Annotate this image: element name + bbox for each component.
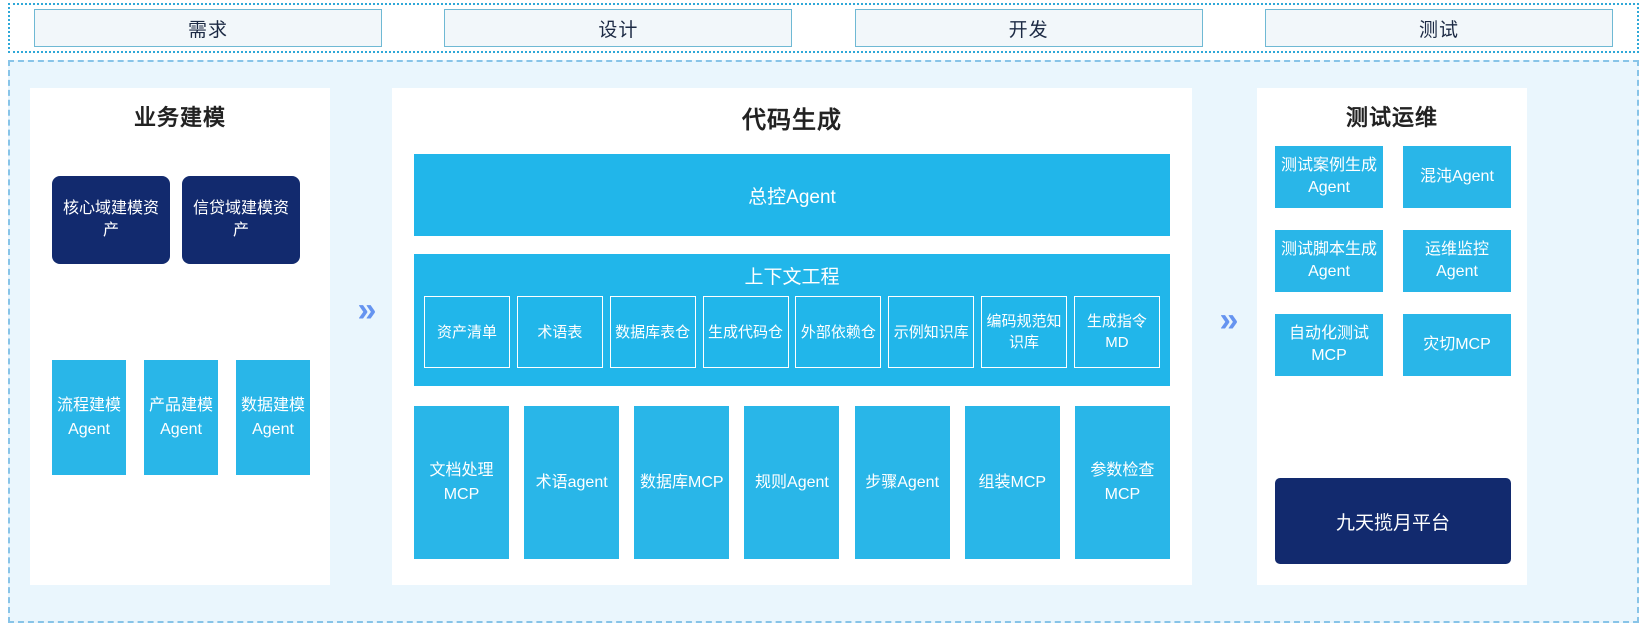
chevron-right-icon: » bbox=[1219, 301, 1239, 339]
chaos-agent[interactable]: 混沌Agent bbox=[1403, 146, 1511, 208]
ce-item-external-dependency-repo[interactable]: 外部依赖仓 bbox=[795, 296, 882, 368]
automated-test-mcp[interactable]: 自动化测试MCP bbox=[1275, 314, 1383, 376]
phase-box-requirements[interactable]: 需求 bbox=[34, 9, 382, 47]
phase-label: 设计 bbox=[598, 19, 639, 41]
asset-credit-domain[interactable]: 信贷域建模资产 bbox=[182, 176, 300, 264]
ce-item-example-knowledge-base[interactable]: 示例知识库 bbox=[888, 296, 975, 368]
panel-title-code-generation: 代码生成 bbox=[742, 107, 842, 134]
phase-box-design[interactable]: 设计 bbox=[444, 9, 793, 47]
tool-step-agent[interactable]: 步骤Agent bbox=[854, 406, 950, 559]
business-asset-group: 核心域建模资产 信贷域建模资产 bbox=[52, 176, 300, 264]
ce-item-generated-code-repo[interactable]: 生成代码仓 bbox=[702, 296, 789, 368]
phase-strip: 需求 设计 开发 测试 bbox=[8, 3, 1639, 53]
master-control-agent[interactable]: 总控Agent bbox=[414, 154, 1170, 236]
ops-monitoring-agent[interactable]: 运维监控Agent bbox=[1403, 230, 1511, 292]
tool-parameter-check-mcp[interactable]: 参数检查MCP bbox=[1074, 406, 1170, 559]
test-script-generation-agent[interactable]: 测试脚本生成Agent bbox=[1275, 230, 1383, 292]
asset-core-domain[interactable]: 核心域建模资产 bbox=[52, 176, 170, 264]
architecture-canvas: 业务建模 核心域建模资产 信贷域建模资产 流程建模Agent 产品建模Agent… bbox=[8, 60, 1639, 623]
context-engineering-title: 上下文工程 bbox=[744, 267, 840, 288]
agent-product-modeling[interactable]: 产品建模Agent bbox=[144, 360, 218, 475]
phase-box-development[interactable]: 开发 bbox=[854, 9, 1203, 47]
tool-database-mcp[interactable]: 数据库MCP bbox=[634, 406, 730, 559]
panel-code-generation: 代码生成 总控Agent 上下文工程 资产清单 术语表 数据库表仓 生成代码仓 … bbox=[392, 88, 1192, 585]
tool-glossary-agent[interactable]: 术语agent bbox=[524, 406, 620, 559]
phase-label: 测试 bbox=[1418, 19, 1459, 41]
disaster-switch-mcp[interactable]: 灾切MCP bbox=[1403, 314, 1511, 376]
agent-process-modeling[interactable]: 流程建模Agent bbox=[52, 360, 126, 475]
panel-title-business-modeling: 业务建模 bbox=[133, 105, 226, 130]
tool-document-processing-mcp[interactable]: 文档处理MCP bbox=[414, 406, 509, 559]
ce-item-asset-inventory[interactable]: 资产清单 bbox=[424, 296, 510, 368]
tool-assembly-mcp[interactable]: 组装MCP bbox=[964, 406, 1060, 559]
panel-test-ops: 测试运维 测试案例生成Agent 混沌Agent 测试脚本生成Agent 运维监… bbox=[1257, 88, 1527, 585]
ce-item-coding-standard-knowledge-base[interactable]: 编码规范知识库 bbox=[981, 296, 1068, 368]
panel-title-test-ops: 测试运维 bbox=[1345, 105, 1438, 130]
agent-data-modeling[interactable]: 数据建模Agent bbox=[236, 360, 310, 475]
code-generation-tool-row: 文档处理MCP 术语agent 数据库MCP 规则Agent 步骤Agent 组… bbox=[414, 406, 1170, 559]
context-engineering-block: 上下文工程 资产清单 术语表 数据库表仓 生成代码仓 外部依赖仓 示例知识库 编… bbox=[414, 254, 1170, 386]
ce-item-generation-instruction-md[interactable]: 生成指令MD bbox=[1073, 296, 1160, 368]
ce-item-db-table-repo[interactable]: 数据库表仓 bbox=[609, 296, 696, 368]
phase-box-testing[interactable]: 测试 bbox=[1264, 9, 1613, 47]
jiutian-lanyue-platform[interactable]: 九天揽月平台 bbox=[1275, 478, 1511, 564]
chevron-right-icon: » bbox=[357, 291, 377, 329]
business-agent-group: 流程建模Agent 产品建模Agent 数据建模Agent bbox=[52, 360, 310, 475]
test-case-generation-agent[interactable]: 测试案例生成Agent bbox=[1275, 146, 1383, 208]
panel-business-modeling: 业务建模 核心域建模资产 信贷域建模资产 流程建模Agent 产品建模Agent… bbox=[30, 88, 330, 585]
test-ops-grid: 测试案例生成Agent 混沌Agent 测试脚本生成Agent 运维监控Agen… bbox=[1275, 146, 1519, 376]
tool-rule-agent[interactable]: 规则Agent bbox=[744, 406, 840, 559]
phase-label: 开发 bbox=[1008, 19, 1049, 41]
context-engineering-items: 资产清单 术语表 数据库表仓 生成代码仓 外部依赖仓 示例知识库 编码规范知识库… bbox=[424, 296, 1160, 368]
ce-item-glossary[interactable]: 术语表 bbox=[516, 296, 603, 368]
phase-label: 需求 bbox=[187, 19, 228, 41]
